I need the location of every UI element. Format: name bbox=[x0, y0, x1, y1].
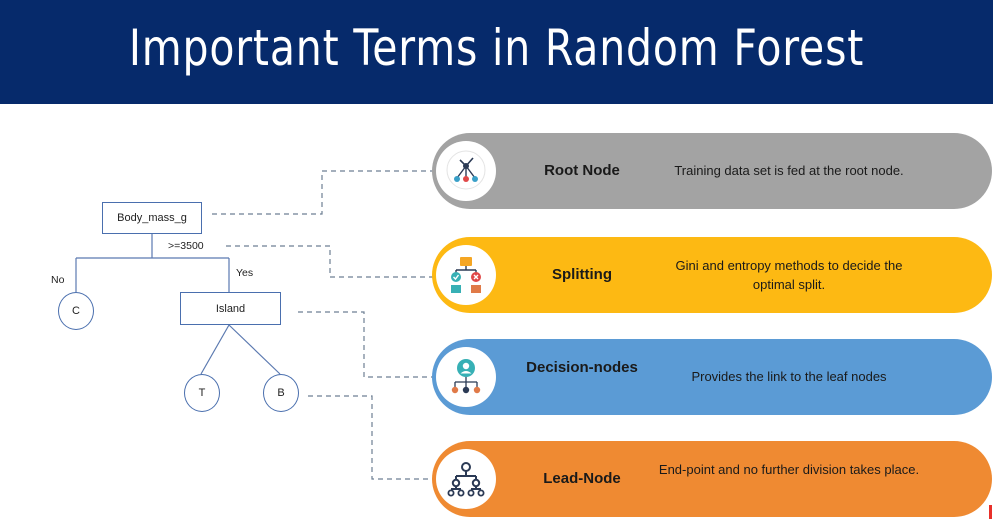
term-name: Splitting bbox=[552, 266, 612, 283]
red-marker bbox=[989, 505, 992, 519]
term-lead-node: Lead-Node End-point and no further divis… bbox=[432, 441, 992, 517]
term-splitting: Splitting Gini and entropy methods to de… bbox=[432, 237, 992, 313]
tree-decision-node: Island bbox=[180, 292, 281, 325]
branch-no-label: No bbox=[51, 274, 65, 286]
term-description: End-point and no further division takes … bbox=[658, 462, 920, 477]
term-name: Lead-Node bbox=[543, 470, 621, 487]
user-hierarchy-icon bbox=[436, 347, 496, 407]
tree-leaf-t: T bbox=[184, 374, 220, 412]
tree-leaf-c: C bbox=[58, 292, 94, 330]
split-flow-icon bbox=[436, 245, 496, 305]
tree-network-icon bbox=[436, 141, 496, 201]
term-decision-nodes: Decision-nodes Provides the link to the … bbox=[432, 339, 992, 415]
term-name: Root Node bbox=[544, 162, 620, 179]
term-description: Gini and entropy methods to decide the o… bbox=[675, 258, 903, 292]
org-chart-icon bbox=[436, 449, 496, 509]
term-name: Decision-nodes bbox=[526, 359, 638, 376]
term-root-node: Root Node Training data set is fed at th… bbox=[432, 133, 992, 209]
term-description: Training data set is fed at the root nod… bbox=[674, 163, 904, 178]
tree-leaf-b: B bbox=[263, 374, 299, 412]
page-title: Important Terms in Random Forest bbox=[128, 19, 865, 77]
branch-yes-label: Yes bbox=[236, 267, 254, 279]
tree-condition-label: >=3500 bbox=[168, 240, 204, 252]
title-banner: Important Terms in Random Forest bbox=[0, 0, 993, 104]
term-description: Provides the link to the leaf nodes bbox=[691, 369, 887, 384]
tree-root-node: Body_mass_g bbox=[102, 202, 202, 234]
